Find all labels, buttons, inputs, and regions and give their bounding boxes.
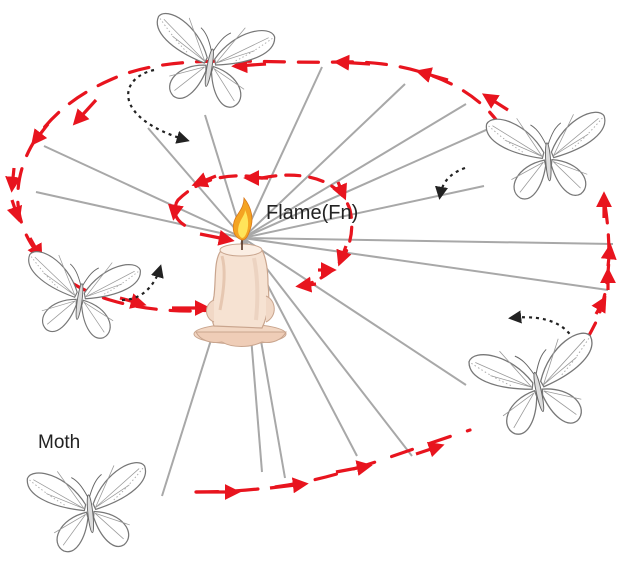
moth-label: Moth	[38, 432, 80, 454]
moth-icon	[19, 250, 141, 342]
moth-icon	[145, 12, 276, 113]
moth-icon	[27, 462, 154, 555]
flame-label: Flame(Fn)	[266, 202, 358, 225]
moth-icon	[486, 112, 610, 202]
moth-icon	[468, 331, 608, 441]
